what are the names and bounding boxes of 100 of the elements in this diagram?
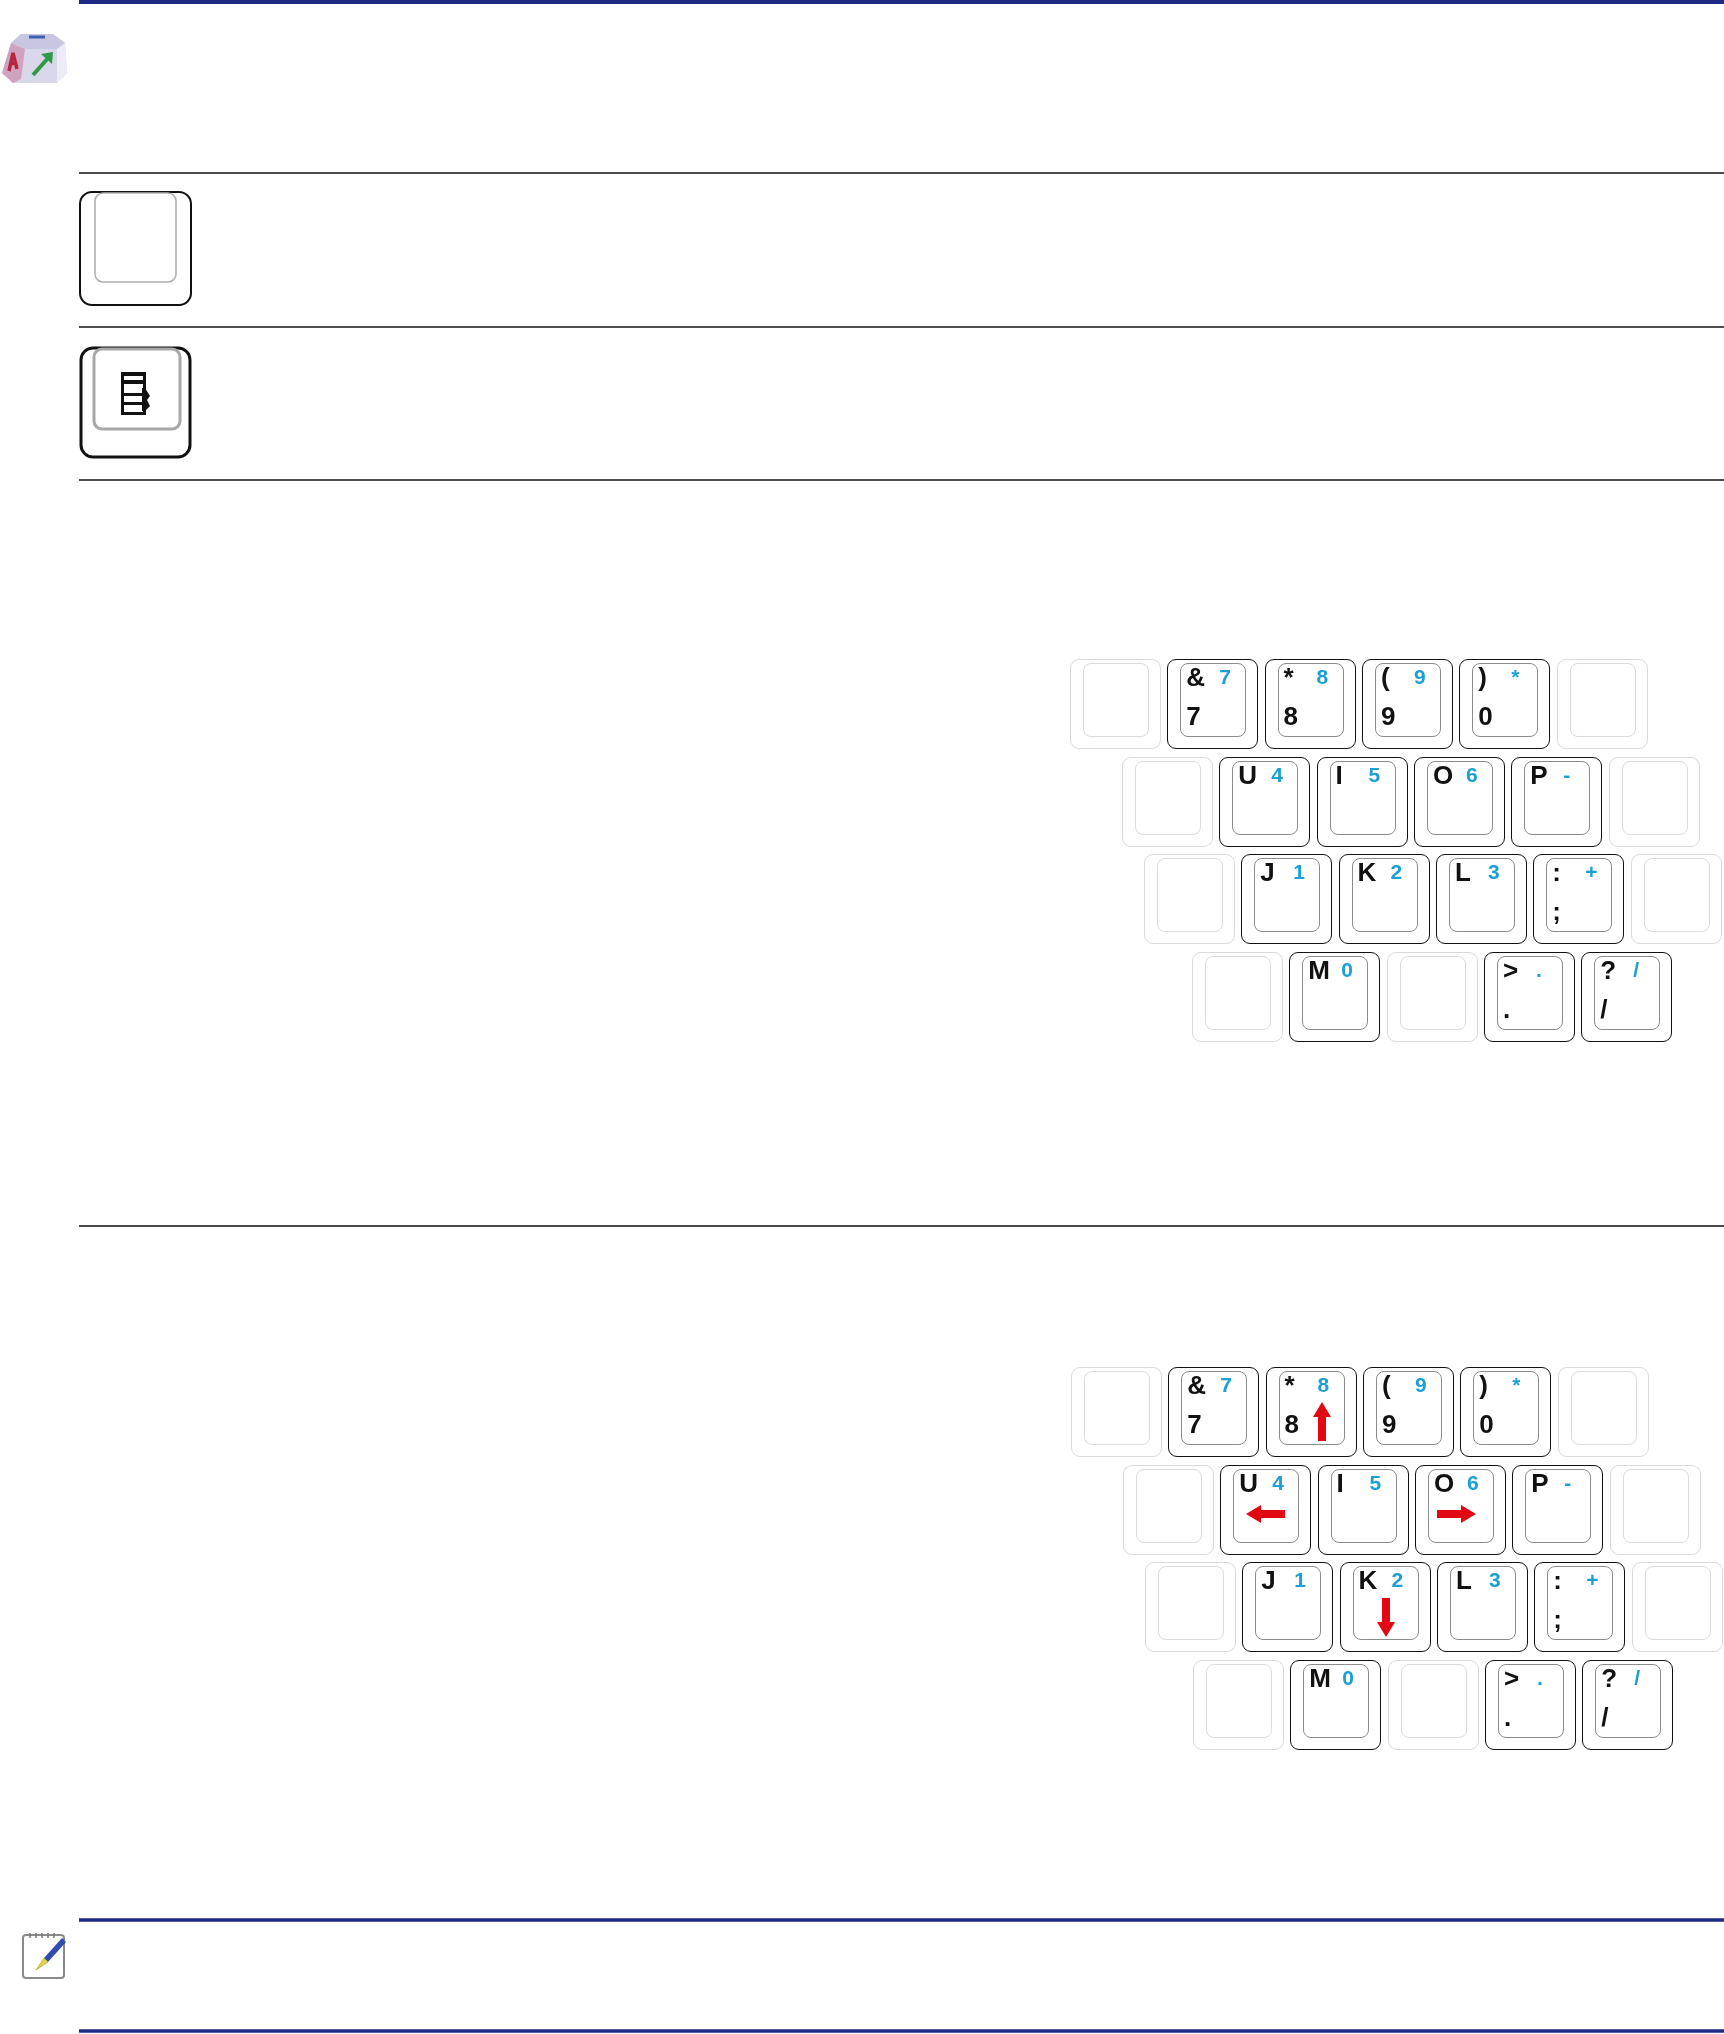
key-character: 9	[1381, 1411, 1397, 1437]
keyboard-key	[1220, 1465, 1312, 1555]
keypad-character: 2	[1390, 861, 1403, 882]
key-character: J	[1261, 1567, 1276, 1593]
key-character: )	[1478, 664, 1487, 690]
keyboard-key	[1556, 659, 1648, 749]
keypad-character: 3	[1487, 861, 1500, 882]
keypad-character: 6	[1465, 764, 1478, 785]
key-character: I	[1335, 762, 1343, 788]
keyboard-key	[1317, 1465, 1409, 1555]
keyboard-key	[1581, 952, 1673, 1042]
key-character: J	[1260, 859, 1275, 885]
keyboard-key	[1361, 659, 1453, 749]
keyboard-key	[1168, 1367, 1260, 1457]
keypad-character: 4	[1272, 1472, 1284, 1493]
keyboard-key	[1290, 1660, 1382, 1750]
keyboard-key	[1123, 1465, 1214, 1555]
keypad-character: 8	[1316, 666, 1329, 687]
keyboard-key	[1071, 1367, 1162, 1457]
key-character: ;	[1552, 898, 1561, 924]
keypad-character: 5	[1368, 764, 1381, 785]
keypad-character: 0	[1341, 959, 1353, 980]
keyboard-key	[1219, 757, 1311, 847]
key-character: ;	[1553, 1606, 1562, 1632]
keyboard-key	[1557, 1367, 1649, 1457]
keyboard-key	[1070, 659, 1161, 749]
keyboard-key	[1241, 854, 1333, 944]
key-character: M	[1308, 957, 1330, 983]
key-character: (	[1380, 664, 1390, 690]
key-character: U	[1238, 762, 1258, 788]
keyboard-key	[1511, 757, 1603, 847]
key-character: O	[1433, 1470, 1455, 1496]
key-character: K	[1357, 859, 1377, 885]
keypad-character: 9	[1413, 666, 1426, 687]
key-character: L	[1455, 1567, 1472, 1593]
keyboard-key	[1484, 1660, 1576, 1750]
keyboard-key	[1512, 1465, 1604, 1555]
keyboard-key	[1582, 1660, 1674, 1750]
keypad-character: -	[1564, 1472, 1572, 1493]
keypad-character: 1	[1294, 1569, 1306, 1590]
keyboard-key	[1630, 854, 1722, 944]
keyboard-key	[1609, 1465, 1701, 1555]
keyboard-key	[1413, 757, 1505, 847]
keyboard-key	[1631, 1562, 1723, 1652]
key-character: P	[1530, 762, 1548, 788]
keypad-character: 5	[1369, 1472, 1382, 1493]
key-character: :	[1553, 1567, 1562, 1593]
keyboard-key	[1242, 1562, 1334, 1652]
keyboard-key	[1608, 757, 1700, 847]
keyboard-key	[1167, 659, 1259, 749]
keypad-character: 0	[1342, 1667, 1354, 1688]
keyboard-key	[1289, 952, 1381, 1042]
key-character: *	[1284, 1372, 1295, 1398]
keyboard-key	[1435, 854, 1527, 944]
keyboard-key	[1145, 1562, 1236, 1652]
keyboard-key	[1264, 659, 1356, 749]
keyboard-key	[1460, 1367, 1552, 1457]
key-character: (	[1381, 1372, 1391, 1398]
keypad-character: -	[1563, 764, 1571, 785]
keypad-character: +	[1586, 1569, 1599, 1590]
key-character: 7	[1186, 703, 1201, 729]
key-character: U	[1239, 1470, 1259, 1496]
keyboard-key	[1534, 1562, 1626, 1652]
keyboard-key	[1459, 659, 1551, 749]
key-character: *	[1283, 664, 1294, 690]
keypad-character: 4	[1271, 764, 1283, 785]
key-character: O	[1432, 762, 1454, 788]
key-character: K	[1358, 1567, 1378, 1593]
keypad-character: 3	[1488, 1569, 1501, 1590]
key-character: 7	[1187, 1411, 1202, 1437]
keypad-character: 6	[1466, 1472, 1479, 1493]
keypad-character: /	[1634, 1667, 1641, 1688]
keyboard-key	[1122, 757, 1213, 847]
keyboard-key	[1414, 1465, 1506, 1555]
key-character: 9	[1380, 703, 1396, 729]
key-character: ?	[1601, 1665, 1618, 1691]
keyboard-key	[1386, 952, 1478, 1042]
keypad-character: +	[1585, 861, 1598, 882]
key-character: /	[1601, 1704, 1609, 1730]
key-character: >	[1502, 957, 1519, 983]
keypad-character: 1	[1293, 861, 1305, 882]
key-character: >	[1503, 1665, 1520, 1691]
key-character: I	[1336, 1470, 1344, 1496]
keyboard-key	[1265, 1367, 1357, 1457]
keyboard-key	[1144, 854, 1235, 944]
keypad-character: *	[1511, 666, 1520, 687]
keypad-character: 7	[1220, 1374, 1232, 1395]
keypad-character: 9	[1414, 1374, 1427, 1395]
key-character: &	[1186, 664, 1206, 690]
keyboard-key	[1338, 854, 1430, 944]
key-character: M	[1309, 1665, 1331, 1691]
key-character: 0	[1478, 703, 1493, 729]
key-character: :	[1552, 859, 1561, 885]
key-character: ?	[1600, 957, 1617, 983]
keypad-character: 2	[1391, 1569, 1404, 1590]
key-character: P	[1531, 1470, 1549, 1496]
key-character: L	[1454, 859, 1471, 885]
key-character: /	[1600, 996, 1608, 1022]
keyboard-key	[1193, 1660, 1284, 1750]
key-character: 8	[1283, 703, 1299, 729]
